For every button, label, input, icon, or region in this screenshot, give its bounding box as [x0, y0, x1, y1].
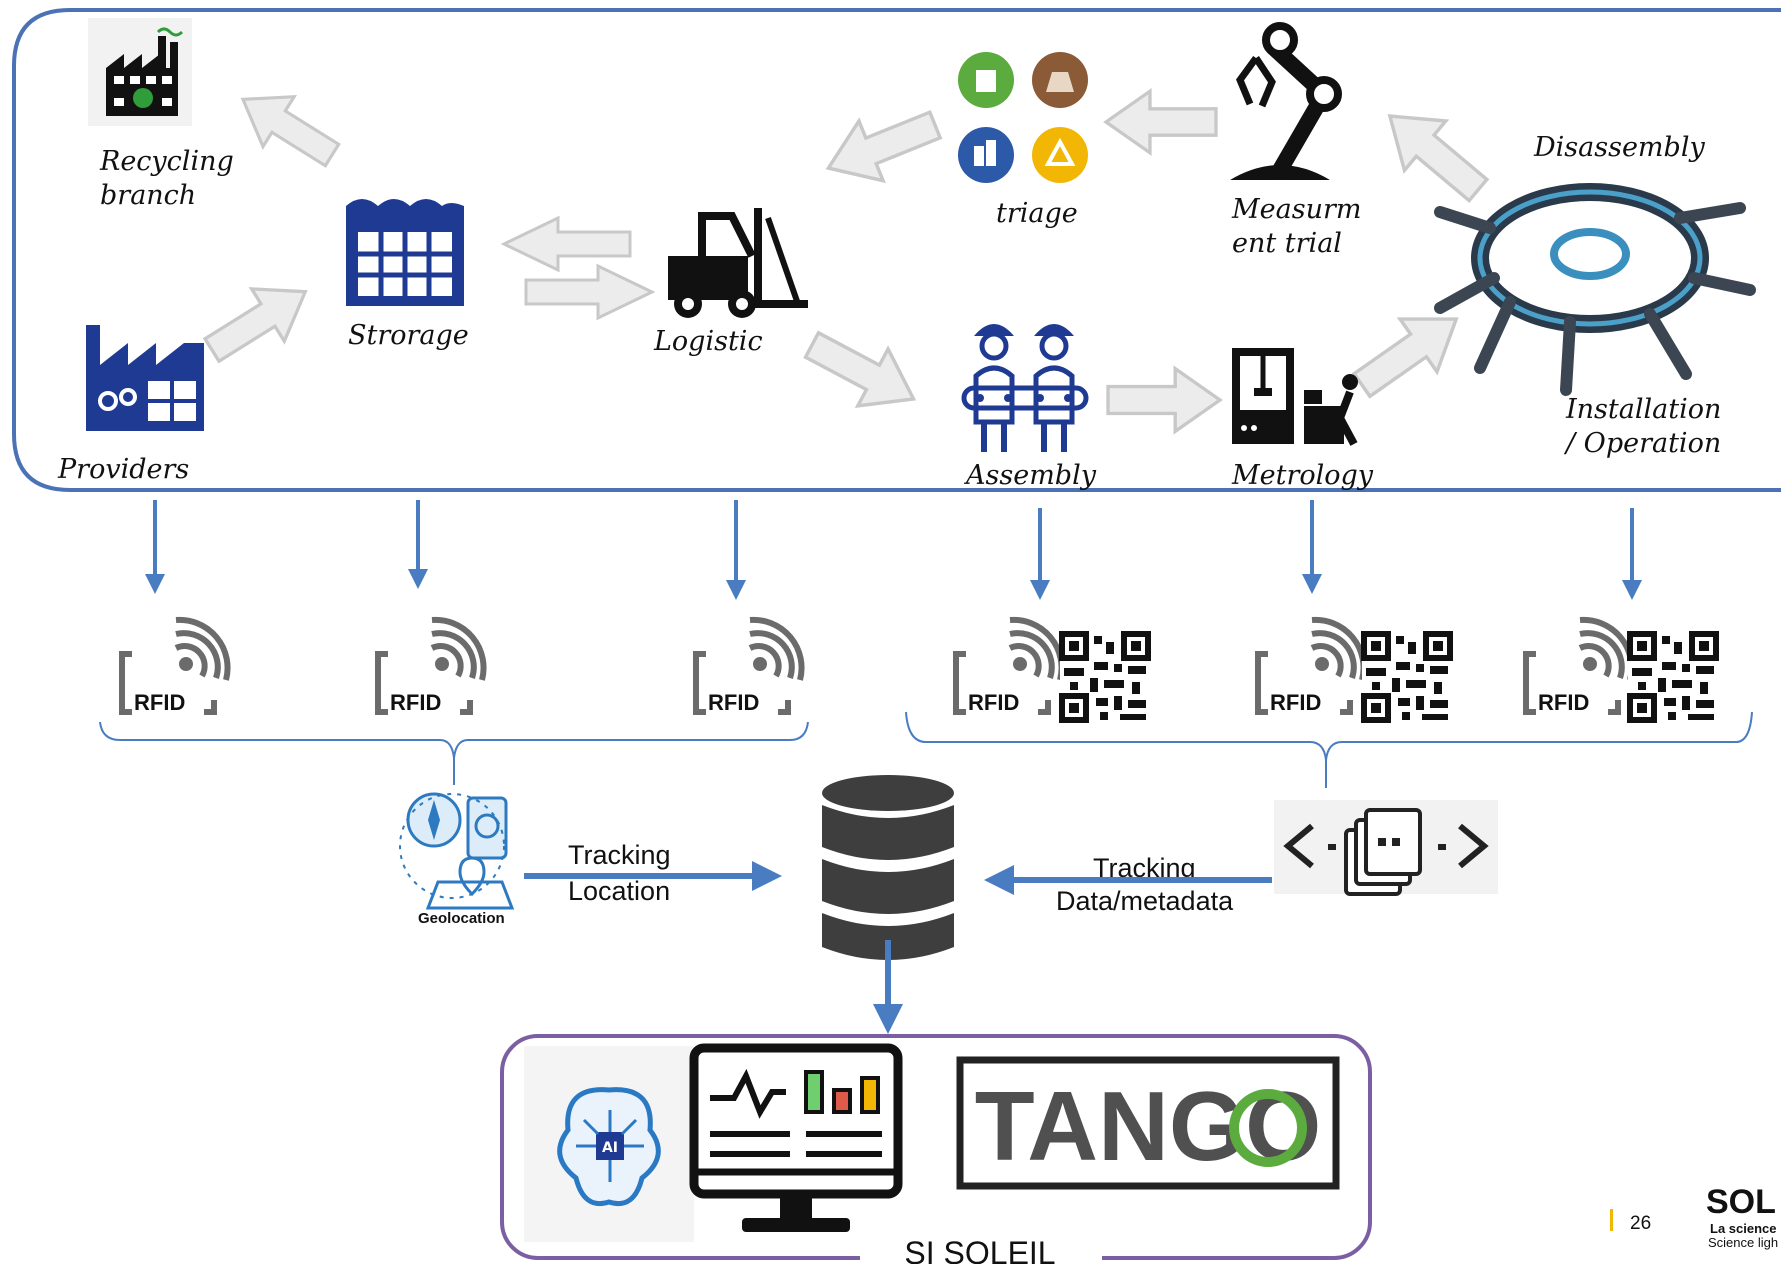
forklift-icon — [668, 208, 808, 318]
storage-shelves-icon — [346, 199, 464, 306]
brace-left — [99, 721, 809, 759]
tag-arrows — [145, 500, 1642, 600]
process-frame — [12, 8, 1781, 492]
measurement-label-line2: ent trial — [1232, 228, 1342, 259]
robot-arm-icon — [1230, 22, 1342, 180]
database-icon — [822, 775, 954, 960]
flow-arrow-metrology-to-installation — [1341, 290, 1477, 414]
metrology-machine-icon — [1232, 348, 1358, 446]
svg-text:RFID: RFID — [1270, 690, 1321, 715]
providers-label: Providers — [57, 454, 189, 485]
rfid-tag-5: RFID — [1258, 620, 1364, 715]
si-soleil-label-bg — [860, 1236, 1102, 1264]
recycling-factory-icon — [88, 18, 192, 126]
geolocation-icon — [399, 792, 515, 910]
soleil-logo: SOL La science Science ligh — [1706, 1183, 1778, 1250]
tracking-data-label-line2: Data/metadata — [1056, 886, 1234, 916]
tracking-location-label-line2: Location — [568, 876, 670, 906]
logistic-label: Logistic — [653, 326, 763, 357]
flow-arrow-storage-to-logistic — [524, 263, 656, 321]
rfid-tag-1: RFID — [122, 620, 228, 715]
qr-code-1 — [1060, 632, 1150, 722]
flow-arrow-measurement-to-triage — [1104, 89, 1218, 155]
disassembly-label: Disassembly — [1533, 132, 1705, 163]
metadata-files-icon — [1274, 800, 1498, 896]
svg-text:RFID: RFID — [968, 690, 1019, 715]
installation-label-line2: / Operation — [1563, 428, 1721, 459]
recycling-label: Recycling — [99, 146, 234, 177]
tracking-location-label: Tracking — [568, 840, 671, 870]
assembly-workers-icon — [961, 324, 1089, 452]
svg-text:RFID: RFID — [1538, 690, 1589, 715]
synchrotron-icon — [1434, 183, 1756, 396]
qr-code-3 — [1628, 632, 1718, 722]
svg-text:RFID: RFID — [390, 690, 441, 715]
rfid-tag-2: RFID — [378, 620, 484, 715]
ai-brain-icon: AI — [524, 1046, 694, 1242]
triage-bins-icon — [958, 52, 1088, 183]
rfid-tag-4: RFID — [956, 620, 1062, 715]
installation-label: Installation — [1565, 394, 1721, 425]
tango-logo: TANGO — [956, 1056, 1340, 1190]
flow-arrow-logistic-to-storage — [500, 215, 632, 273]
si-soleil-label: SI SOLEIL — [904, 1235, 1055, 1264]
monitor-dashboard-icon — [689, 1043, 903, 1232]
flow-arrow-storage-to-recycling — [225, 72, 350, 182]
triage-label: triage — [996, 198, 1078, 229]
brace-right — [905, 711, 1753, 761]
rfid-tag-3: RFID — [696, 620, 802, 715]
geolocation-label: Geolocation — [418, 910, 505, 927]
qr-code-2 — [1362, 632, 1452, 722]
assembly-label: Assembly — [963, 460, 1097, 491]
page-number-bar — [1610, 1209, 1613, 1231]
svg-text:Science ligh: Science ligh — [1708, 1235, 1778, 1250]
storage-label: Strorage — [348, 320, 469, 351]
flow-arrow-assembly-to-metrology — [1106, 366, 1222, 434]
flow-arrow-logistic-to-assembly — [795, 314, 931, 430]
svg-text:La science: La science — [1710, 1221, 1777, 1236]
svg-text:AI: AI — [602, 1140, 618, 1156]
page-number: 26 — [1630, 1213, 1651, 1234]
measurement-label: Measurm — [1231, 194, 1361, 225]
providers-factory-icon — [86, 325, 204, 431]
svg-text:SOL: SOL — [1706, 1183, 1776, 1221]
flow-arrow-triage-to-logistic — [814, 93, 949, 200]
recycling-label-line2: branch — [100, 180, 196, 211]
flow-arrow-disassembly-to-measurement — [1367, 89, 1501, 217]
metrology-label: Metrology — [1231, 460, 1374, 491]
svg-text:RFID: RFID — [708, 690, 759, 715]
svg-text:RFID: RFID — [134, 690, 185, 715]
rfid-tag-6: RFID — [1526, 620, 1632, 715]
flow-arrow-providers-to-storage — [194, 263, 324, 378]
